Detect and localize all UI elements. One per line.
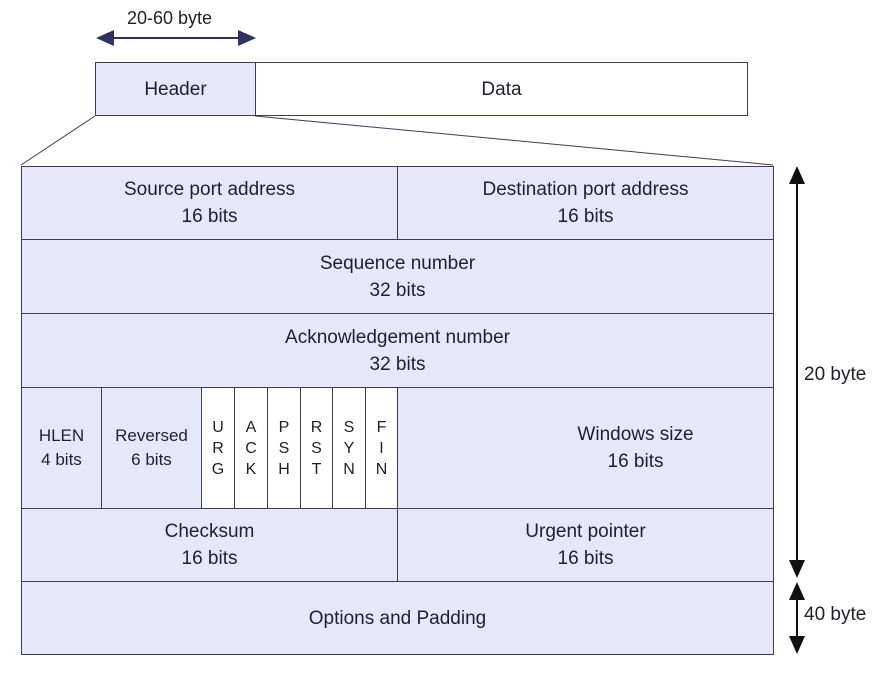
source-port-bits: 16 bits: [181, 206, 238, 227]
flag-letter: G: [211, 460, 225, 478]
hlen-cell: HLEN 4 bits: [21, 387, 102, 509]
flag-fin: F I N: [365, 387, 398, 509]
checksum-bits: 16 bits: [181, 548, 238, 569]
reserved-cell: Reversed 6 bits: [101, 387, 202, 509]
options-padding-cell: Options and Padding: [21, 581, 774, 655]
hlen-name: HLEN: [38, 426, 85, 445]
sequence-cell: Sequence number 32 bits: [21, 239, 774, 314]
flag-letter: A: [245, 418, 257, 436]
flag-letter: S: [278, 439, 290, 457]
reserved-name: Reversed: [115, 426, 188, 445]
hlen-bits: 4 bits: [41, 450, 82, 469]
flag-letter: R: [212, 439, 224, 457]
reserved-bits: 6 bits: [131, 450, 172, 469]
flag-letter: N: [343, 460, 355, 478]
source-port-cell: Source port address 16 bits: [21, 166, 398, 240]
urgent-pointer-bits: 16 bits: [557, 548, 614, 569]
flag-urg: U R G: [201, 387, 235, 509]
ack-name: Acknowledgement number: [285, 326, 510, 348]
ack-cell: Acknowledgement number 32 bits: [21, 313, 774, 388]
flag-letter: K: [245, 460, 257, 478]
flag-psh: P S H: [267, 387, 301, 509]
window-size-name: Windows size: [577, 424, 694, 445]
options-padding-name: Options and Padding: [308, 607, 487, 629]
urgent-pointer-name: Urgent pointer: [525, 521, 646, 542]
window-size-bits: 16 bits: [607, 451, 664, 472]
sequence-bits: 32 bits: [369, 279, 426, 301]
flag-letter: H: [278, 460, 290, 478]
flag-ack: A C K: [234, 387, 268, 509]
flag-letter: T: [311, 460, 322, 478]
flag-letter: U: [212, 418, 224, 436]
flag-letter: C: [245, 439, 257, 457]
sequence-name: Sequence number: [319, 252, 476, 274]
zoom-line-left: [20, 115, 96, 166]
header-size-label: 20-60 byte: [127, 8, 213, 28]
checksum-name: Checksum: [164, 521, 255, 542]
header-box: Header: [95, 62, 256, 116]
flag-letter: P: [278, 418, 290, 436]
ack-bits: 32 bits: [369, 353, 426, 375]
dest-port-cell: Destination port address 16 bits: [397, 166, 774, 240]
flag-letter: N: [375, 460, 388, 478]
header-box-label: Header: [144, 78, 207, 100]
window-size-cell: Windows size 16 bits: [397, 387, 774, 509]
flag-letter: S: [343, 418, 355, 436]
flag-letter: S: [311, 439, 322, 457]
urgent-pointer-cell: Urgent pointer 16 bits: [397, 508, 774, 582]
flag-syn: S Y N: [332, 387, 366, 509]
dest-port-bits: 16 bits: [557, 206, 614, 227]
flag-letter: R: [310, 418, 323, 436]
flag-rst: R S T: [300, 387, 333, 509]
flag-letter: F: [376, 418, 387, 436]
fixed-header-size-label: 20 byte: [804, 364, 867, 385]
options-size-label: 40 byte: [804, 604, 867, 625]
zoom-line-right: [254, 115, 774, 166]
checksum-cell: Checksum 16 bits: [21, 508, 398, 582]
dest-port-name: Destination port address: [482, 179, 689, 200]
source-port-name: Source port address: [123, 179, 296, 200]
data-box-label: Data: [481, 78, 522, 100]
data-box: Data: [255, 62, 748, 116]
flag-letter: I: [379, 439, 384, 457]
flag-letter: Y: [343, 439, 355, 457]
